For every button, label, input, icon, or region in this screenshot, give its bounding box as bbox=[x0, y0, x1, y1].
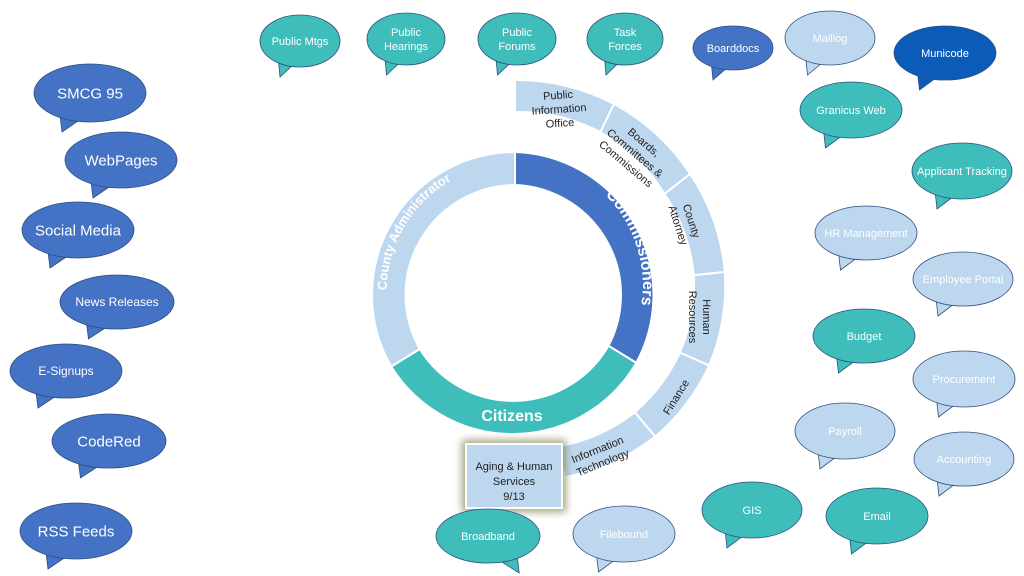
bubble-filebound-label: Filebound bbox=[600, 529, 648, 541]
bubble-smcg95[interactable]: SMCG 95 bbox=[33, 63, 147, 133]
bubble-codered-label: CodeRed bbox=[77, 433, 140, 450]
bubble-public-mtgs[interactable]: Public Mtgs bbox=[259, 14, 341, 78]
bubble-smcg95-label: SMCG 95 bbox=[57, 85, 123, 102]
bubble-social-media-label: Social Media bbox=[35, 222, 122, 239]
bubble-broadband-label: Broadband bbox=[461, 531, 515, 543]
bubble-rss-feeds[interactable]: RSS Feeds bbox=[19, 502, 133, 570]
bubble-granicus-web-label: Granicus Web bbox=[816, 105, 886, 117]
bubble-fill bbox=[914, 352, 1014, 406]
bubble-email-label: Email bbox=[863, 511, 891, 523]
bubble-fill bbox=[816, 207, 916, 259]
bubble-fill bbox=[786, 12, 874, 64]
bubble-accounting[interactable]: Accounting bbox=[913, 431, 1015, 497]
bubble-esignups[interactable]: E-Signups bbox=[9, 343, 123, 409]
segment-aging-human-services[interactable] bbox=[465, 443, 563, 509]
bubble-boarddocs[interactable]: Boarddocs bbox=[692, 25, 774, 81]
bubble-accounting-label: Accounting bbox=[937, 454, 991, 466]
bubble-fill bbox=[61, 276, 173, 328]
bubble-fill bbox=[53, 415, 165, 467]
bubble-procurement-label: Procurement bbox=[933, 374, 996, 386]
bubble-fill bbox=[796, 404, 894, 458]
label-citizens: Citizens bbox=[481, 408, 542, 425]
bubble-fill bbox=[479, 14, 555, 64]
bubble-payroll-label: Payroll bbox=[828, 426, 862, 438]
bubble-fill bbox=[588, 14, 662, 64]
bubble-procurement[interactable]: Procurement bbox=[912, 350, 1016, 418]
ring-commissioners[interactable] bbox=[514, 150, 655, 365]
bubble-fill bbox=[801, 83, 901, 137]
bubble-payroll[interactable]: Payroll bbox=[794, 402, 896, 470]
bubble-fill bbox=[914, 253, 1012, 305]
bubble-email[interactable]: Email bbox=[825, 487, 929, 555]
bubble-hr-management-label: HR Management bbox=[824, 228, 907, 240]
bubble-broadband[interactable]: Broadband bbox=[435, 508, 541, 574]
bubble-fill bbox=[66, 133, 176, 187]
bubble-fill bbox=[814, 310, 914, 362]
bubble-maillog-label: Maillog bbox=[813, 33, 848, 45]
bubble-municode-label: Municode bbox=[921, 48, 969, 60]
bubble-webpages-label: WebPages bbox=[84, 152, 157, 169]
bubble-maillog[interactable]: Maillog bbox=[784, 10, 876, 76]
bubble-hr-management[interactable]: HR Management bbox=[814, 205, 918, 271]
bubble-fill bbox=[35, 65, 145, 121]
label-public-information-office: PublicInformationOffice bbox=[530, 88, 588, 132]
bubble-employee-portal-label: Employee Portal bbox=[923, 274, 1004, 286]
bubble-rss-feeds-label: RSS Feeds bbox=[38, 523, 115, 540]
inner-ring bbox=[371, 150, 655, 436]
bubble-budget-label: Budget bbox=[847, 331, 882, 343]
bubble-boarddocs-label: Boarddocs bbox=[707, 43, 760, 55]
bubble-budget[interactable]: Budget bbox=[812, 308, 916, 374]
bubble-news-releases[interactable]: News Releases bbox=[59, 274, 175, 340]
bubble-fill bbox=[21, 504, 131, 558]
department-ring bbox=[514, 78, 727, 479]
bubble-applicant-tracking-label: Applicant Tracking bbox=[917, 166, 1007, 178]
bubble-news-releases-label: News Releases bbox=[75, 295, 158, 309]
bubble-fill bbox=[574, 507, 674, 561]
bubble-employee-portal[interactable]: Employee Portal bbox=[912, 251, 1014, 317]
bubble-gis-label: GIS bbox=[743, 505, 762, 517]
bubble-codered[interactable]: CodeRed bbox=[51, 413, 167, 479]
bubble-webpages[interactable]: WebPages bbox=[64, 131, 178, 199]
bubble-fill bbox=[694, 27, 772, 69]
bubble-fill bbox=[261, 16, 339, 66]
label-human-resources: HumanResources bbox=[686, 291, 712, 344]
bubble-fill bbox=[23, 203, 133, 257]
bubble-fill bbox=[437, 510, 539, 562]
bubble-fill bbox=[913, 144, 1011, 198]
bubble-fill bbox=[915, 433, 1013, 485]
bubble-fill bbox=[895, 27, 995, 79]
bubble-granicus-web[interactable]: Granicus Web bbox=[799, 81, 903, 149]
bubble-filebound[interactable]: Filebound bbox=[572, 505, 676, 573]
bubble-fill bbox=[368, 14, 444, 64]
bubble-social-media[interactable]: Social Media bbox=[21, 201, 135, 269]
ring-county-administrator[interactable] bbox=[371, 150, 516, 368]
bubble-fill bbox=[703, 483, 801, 537]
bubble-public-mtgs-label: Public Mtgs bbox=[272, 36, 329, 48]
bubble-esignups-label: E-Signups bbox=[38, 364, 93, 378]
bubble-fill bbox=[11, 345, 121, 397]
bubble-municode[interactable]: Municode bbox=[893, 25, 997, 91]
bubble-gis[interactable]: GIS bbox=[701, 481, 803, 549]
bubble-fill bbox=[827, 489, 927, 543]
bubble-applicant-tracking[interactable]: Applicant Tracking bbox=[911, 142, 1013, 210]
